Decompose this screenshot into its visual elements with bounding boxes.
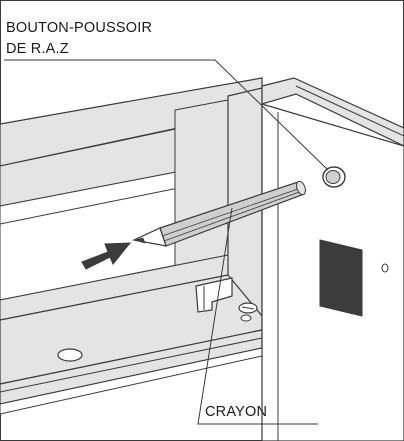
reset-button-label-line2: DE R.A.Z [6,41,69,57]
indicator-dot [381,263,389,273]
pencil-icon [132,180,306,247]
reset-button-label-line1: BOUTON-POUSSOIR [6,20,153,36]
push-direction-arrow-icon [81,242,132,270]
pencil-label: CRAYON [205,404,268,420]
inner-side-wall [174,99,229,273]
vent-grille-icon [319,239,363,317]
reset-button-leader [4,59,329,171]
mounting-bracket [195,277,233,313]
tray-hole [57,348,83,362]
top-right-rail-groove [295,85,404,137]
reset-button-icon [322,166,346,188]
bottom-rail-groove [0,337,263,393]
pencil-leader [197,207,318,425]
screw-base [240,314,252,322]
screw-slot [241,306,255,310]
